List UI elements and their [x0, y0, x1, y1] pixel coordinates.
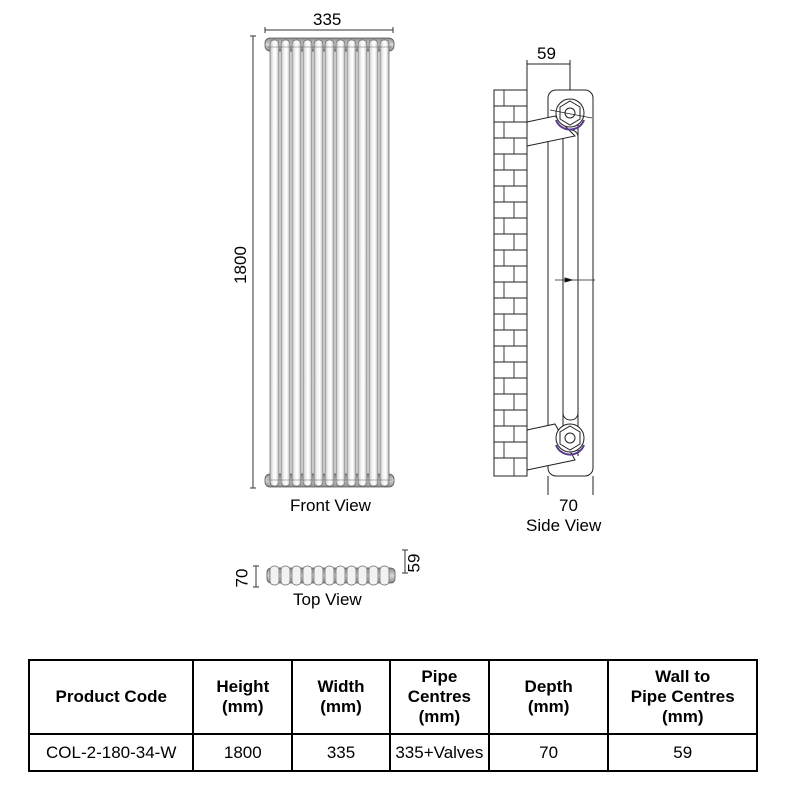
header-product-code: Product Code: [27, 659, 195, 735]
cell-height: 1800: [192, 733, 294, 772]
top-view-label: Top View: [293, 590, 362, 609]
cell-product-code: COL-2-180-34-W: [27, 733, 195, 772]
front-view: [250, 27, 395, 489]
side-wall-to-pipe-dimension: 59: [537, 44, 556, 63]
header-wall-to-pipe-centres: Wall to Pipe Centres (mm): [607, 659, 758, 735]
header-pipe-centres: Pipe Centres (mm): [388, 659, 490, 735]
front-view-label: Front View: [290, 496, 371, 515]
cell-wall-to-pipe-centres: 59: [607, 733, 758, 772]
header-width: Width (mm): [291, 659, 391, 735]
top-view: [253, 549, 408, 588]
spec-table: Product Code Height (mm) Width (mm) Pipe…: [27, 659, 758, 772]
table-row: COL-2-180-34-W 1800 335 335+Valves 70 59: [27, 733, 758, 772]
cell-width: 335: [291, 733, 391, 772]
cell-depth: 70: [487, 733, 610, 772]
table-header-row: Product Code Height (mm) Width (mm) Pipe…: [27, 659, 758, 735]
side-view: [493, 60, 595, 495]
cell-pipe-centres: 335+Valves: [388, 733, 490, 772]
header-depth: Depth (mm): [487, 659, 610, 735]
top-depth-dimension: 70: [232, 568, 252, 588]
front-height-dimension: 1800: [230, 246, 250, 284]
front-width-dimension: 335: [313, 10, 342, 29]
side-depth-dimension: 70: [559, 496, 578, 515]
side-view-label: Side View: [526, 516, 602, 535]
technical-drawing: [250, 27, 595, 588]
top-wall-to-pipe-dimension: 59: [404, 553, 424, 573]
header-height: Height (mm): [192, 659, 294, 735]
